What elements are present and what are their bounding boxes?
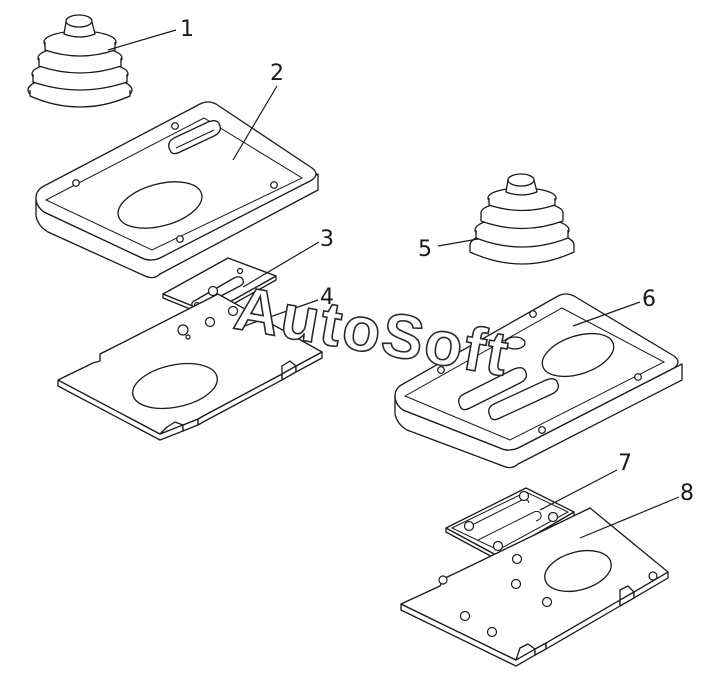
leader-lines [107, 29, 680, 539]
part-2-cover-plate [35, 101, 319, 279]
callout-3: 3 [320, 227, 334, 252]
callout-8: 8 [680, 481, 694, 506]
callout-5: 5 [418, 237, 432, 262]
callout-2: 2 [270, 61, 284, 86]
callout-labels: 1 2 3 4 5 6 7 8 [180, 17, 694, 506]
part-8-base-plate [400, 507, 669, 667]
part-6-cover-plate [394, 293, 683, 469]
part-5-rubber-boot [469, 173, 575, 265]
callout-4: 4 [320, 285, 334, 310]
callout-1: 1 [180, 17, 194, 42]
callout-6: 6 [642, 287, 656, 312]
part-4-base-plate [57, 293, 323, 441]
callout-7: 7 [618, 451, 632, 476]
part-1-rubber-boot [27, 14, 133, 108]
